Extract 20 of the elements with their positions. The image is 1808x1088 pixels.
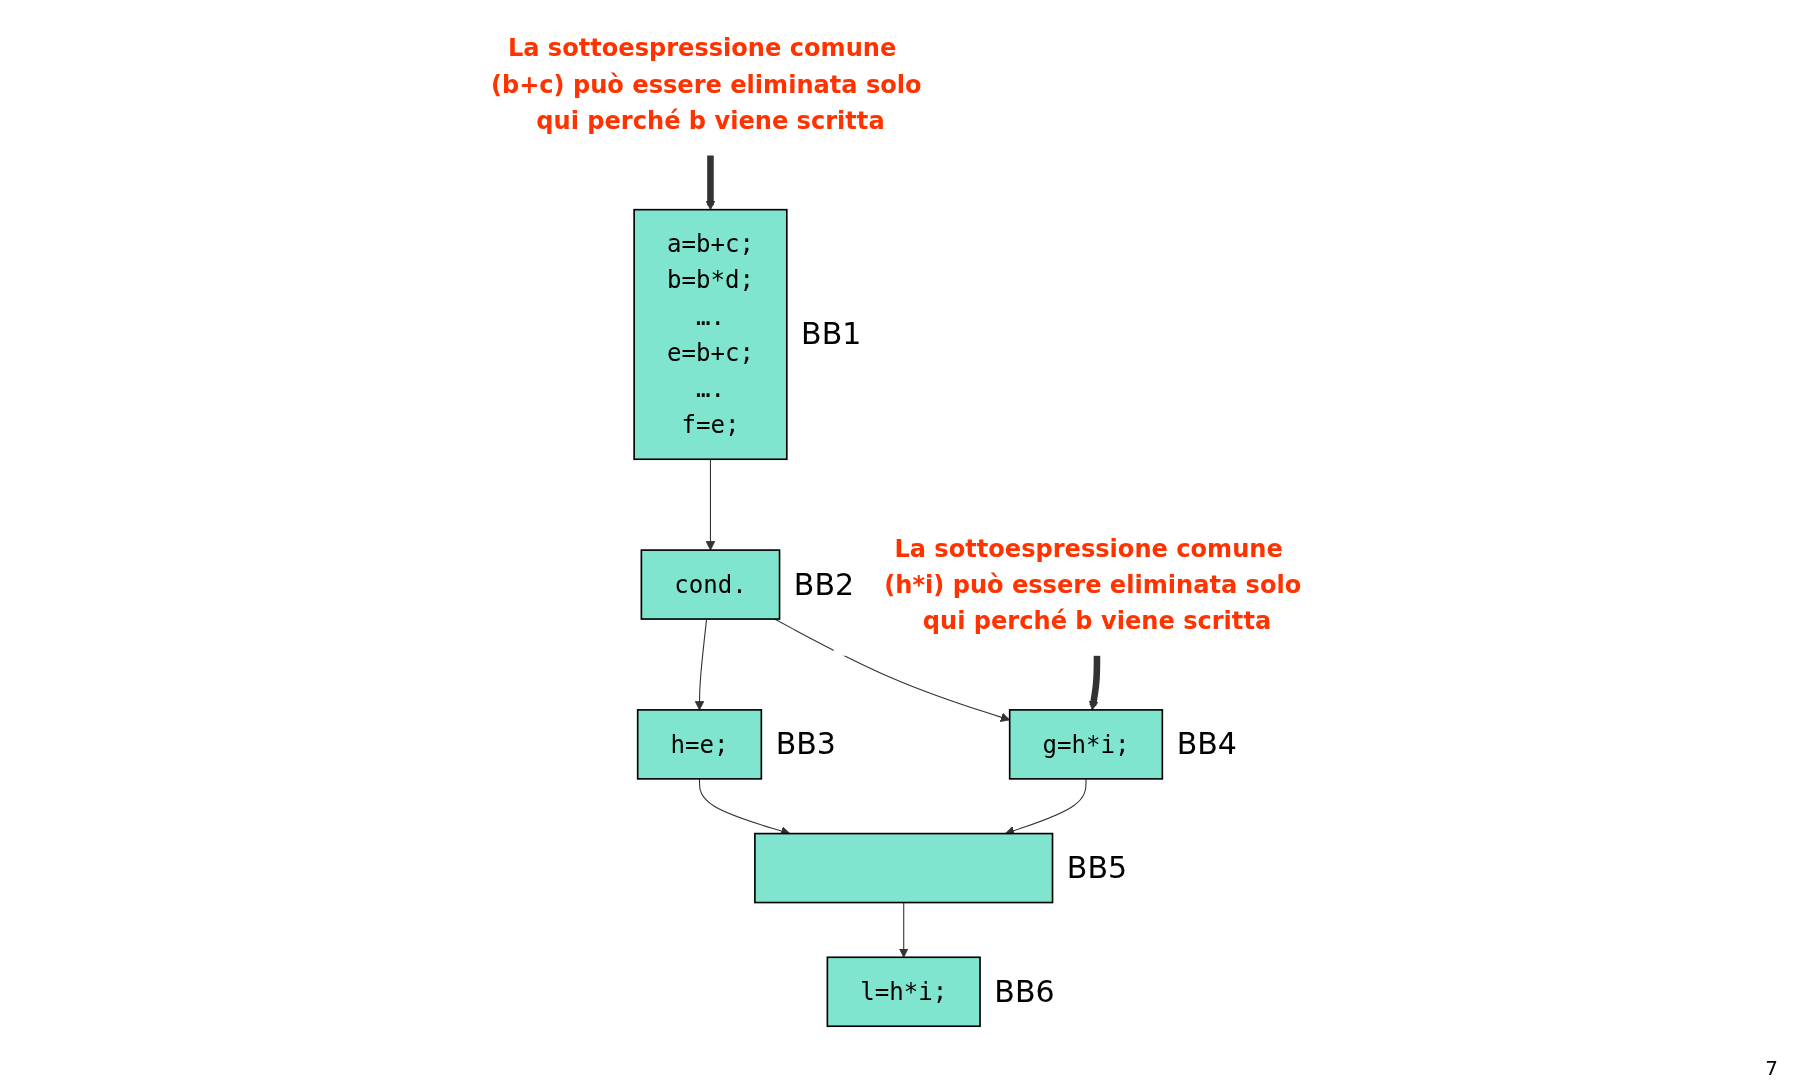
- node-box: a=b+c; b=b*d; …. e=b+c; …. f=e;: [633, 208, 788, 461]
- node-text: La sottoespressione comune (h*i) può essere eliminata solo qui perché b viene scritta: [884, 534, 1302, 635]
- arrow: [899, 902, 909, 958]
- node-text: La sottoespressione comune (b+c) può essere eliminata solo qui perché b viene scritta: [491, 34, 922, 135]
- block-label: BB6: [994, 973, 1055, 1009]
- node-box: [754, 832, 1054, 904]
- node-box: h=e;: [637, 709, 763, 780]
- page-number: 7: [1765, 1056, 1778, 1080]
- arrow: [705, 458, 716, 551]
- arrow: [1089, 655, 1101, 711]
- block-label: BB2: [793, 566, 855, 602]
- arrow: [695, 618, 708, 711]
- block-label: BB4: [1176, 726, 1237, 762]
- node-box: g=h*i;: [1009, 709, 1164, 780]
- node-box: l=h*i;: [826, 956, 982, 1028]
- block-label: BB3: [775, 726, 836, 762]
- arrow: [705, 154, 716, 211]
- node-box: cond.: [640, 549, 781, 620]
- block-label: BB1: [801, 316, 862, 352]
- block-label: BB5: [1066, 850, 1128, 886]
